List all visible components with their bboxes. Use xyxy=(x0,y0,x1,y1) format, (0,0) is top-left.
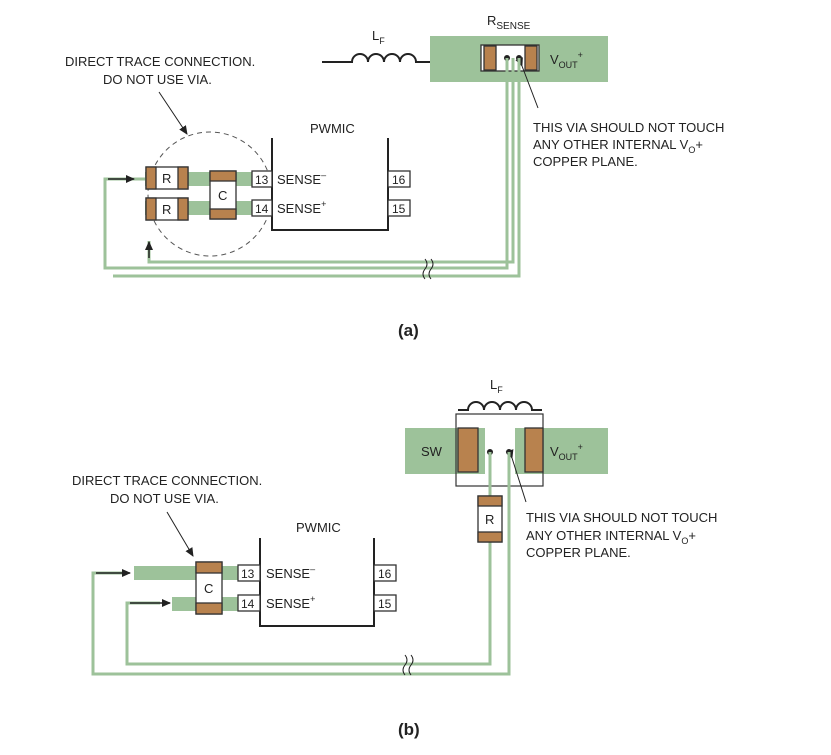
break-b-mark-2 xyxy=(408,654,414,676)
inductor-coil xyxy=(322,53,430,63)
diagram-a: LF RSENSE VOUT+ THIS VIA SHOULD NOT TOUC… xyxy=(65,13,724,340)
pin14: 14 xyxy=(255,202,269,216)
resistor-b-pad-bottom xyxy=(477,531,503,543)
sense-trace-inner xyxy=(147,58,515,264)
diagram-b: LF SW VOUT+ THIS VIA SHOULD NOT TOUCH AN… xyxy=(72,377,717,739)
via-note-line2: ANY OTHER INTERNAL VO+ xyxy=(533,137,703,155)
vout-b-label: VOUT+ xyxy=(550,442,583,462)
left-b-note-line2: DO NOT USE VIA. xyxy=(110,491,219,506)
ic-label: PWMIC xyxy=(310,121,355,136)
pin16-b-box xyxy=(373,564,397,582)
sw-label: SW xyxy=(421,444,443,459)
pin14-b-box xyxy=(237,594,261,612)
pin15: 15 xyxy=(392,202,406,216)
pin15-b: 15 xyxy=(378,597,392,611)
capacitor-b-pad-top xyxy=(195,561,223,574)
via-b-note-line2: ANY OTHER INTERNAL VO+ xyxy=(526,528,696,546)
via-note-leader xyxy=(515,57,539,109)
pin13-b: 13 xyxy=(241,567,255,581)
break-mark-2 xyxy=(428,258,434,280)
pin14-box xyxy=(251,199,273,217)
rsense-label: RSENSE xyxy=(487,13,531,32)
inductor-b-label: LF xyxy=(490,377,503,395)
capacitor-pad-bottom xyxy=(209,208,237,220)
vout-label: VOUT+ xyxy=(550,50,583,70)
pin14-b: 14 xyxy=(241,597,255,611)
resistor-b-pad-top xyxy=(477,495,503,507)
trace-b-pin13 xyxy=(134,566,240,580)
sense-plus-label: SENSE+ xyxy=(277,199,326,216)
resistor-top-pad-r xyxy=(177,166,189,190)
rsense-pad-left xyxy=(483,45,497,71)
pin16-box xyxy=(387,170,411,188)
pin16: 16 xyxy=(392,173,406,187)
pin13-b-box xyxy=(237,564,261,582)
left-b-note-leader xyxy=(166,511,194,557)
via-note-line1: THIS VIA SHOULD NOT TOUCH xyxy=(533,120,724,135)
via-b-note-line1: THIS VIA SHOULD NOT TOUCH xyxy=(526,510,717,525)
sense-minus-b-label: SENSE– xyxy=(266,564,315,581)
via-note-line3: COPPER PLANE. xyxy=(533,154,638,169)
resistor-bottom-pad-l xyxy=(145,197,157,221)
sense-minus-label: SENSE– xyxy=(277,170,326,187)
rsense-pad-right xyxy=(524,45,538,71)
pin13-box xyxy=(251,170,273,188)
pin15-box xyxy=(387,199,411,217)
inductor-label: LF xyxy=(372,28,385,46)
left-note-line2: DO NOT USE VIA. xyxy=(103,72,212,87)
pin16-b: 16 xyxy=(378,567,392,581)
caption-b: (b) xyxy=(398,720,420,739)
capacitor-b-label: C xyxy=(204,581,213,596)
left-b-note-line1: DIRECT TRACE CONNECTION. xyxy=(72,473,262,488)
resistor-bottom-pad-r xyxy=(177,197,189,221)
vout-pad xyxy=(524,427,544,473)
resistor-b-label: R xyxy=(485,512,494,527)
pin15-b-box xyxy=(373,594,397,612)
break-mark-1 xyxy=(422,258,428,280)
sense-trace-outer-edge xyxy=(113,58,521,278)
sense-plus-b-label: SENSE+ xyxy=(266,594,315,611)
inductor-b-coil xyxy=(458,401,542,411)
resistor-bottom-label: R xyxy=(162,202,171,217)
sw-pad xyxy=(457,427,479,473)
capacitor-label: C xyxy=(218,188,227,203)
pin13: 13 xyxy=(255,173,269,187)
left-note-leader xyxy=(158,91,188,135)
resistor-top-label: R xyxy=(162,171,171,186)
resistor-top-pad-l xyxy=(145,166,157,190)
via-b-note-line3: COPPER PLANE. xyxy=(526,545,631,560)
capacitor-b-pad-bottom xyxy=(195,602,223,615)
ic-b-label: PWMIC xyxy=(296,520,341,535)
ic-b-body xyxy=(259,538,375,627)
via-b-note-leader xyxy=(505,449,527,503)
capacitor-pad-top xyxy=(209,170,237,182)
break-b-mark-1 xyxy=(402,654,408,676)
caption-a: (a) xyxy=(398,321,419,340)
left-note-line1: DIRECT TRACE CONNECTION. xyxy=(65,54,255,69)
